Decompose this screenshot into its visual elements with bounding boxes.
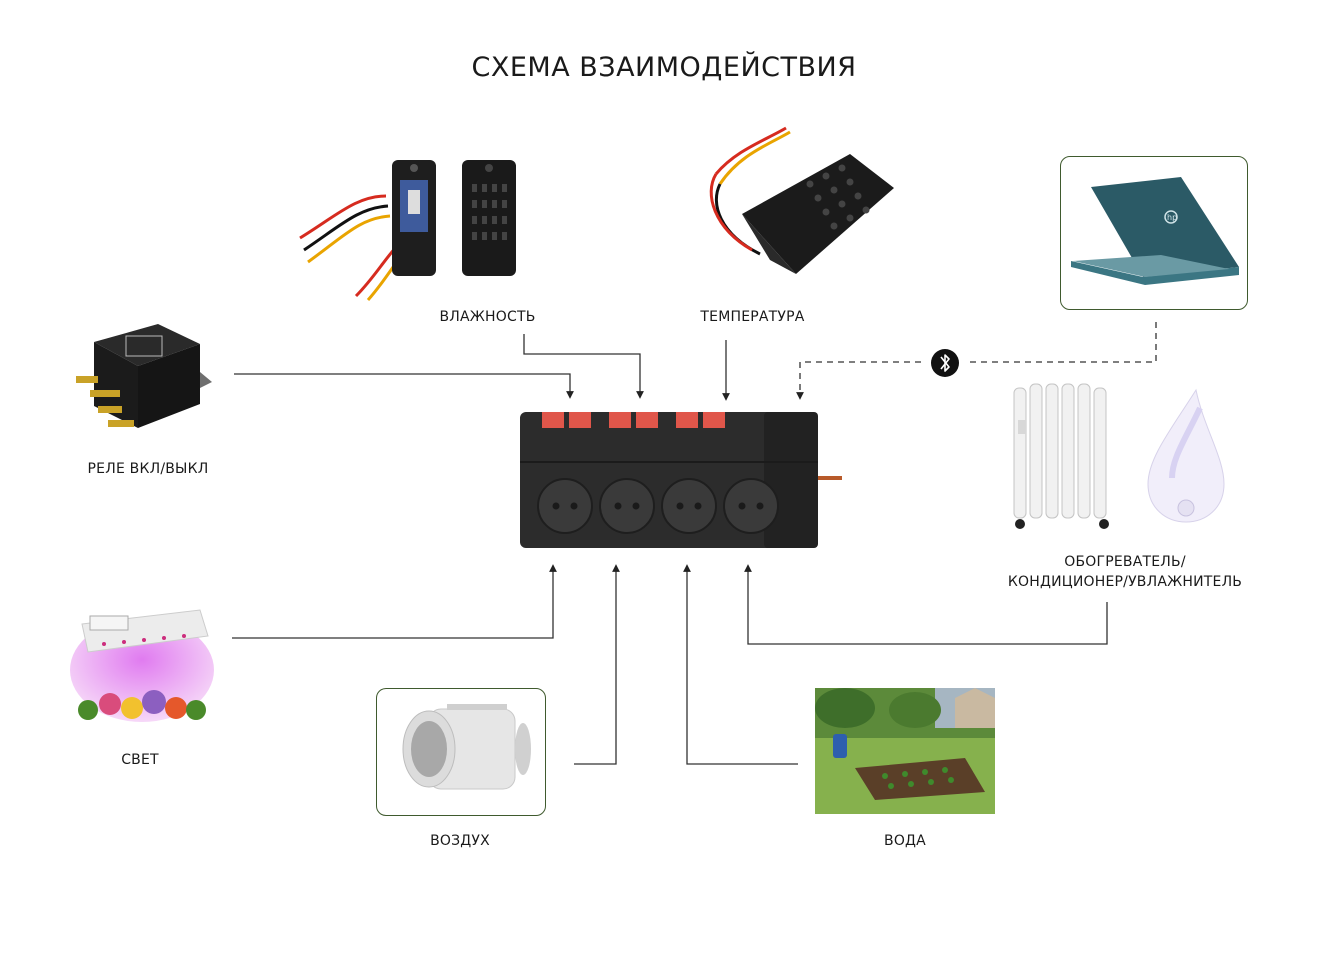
heater-image: [1004, 380, 1122, 530]
water-wire: [683, 564, 798, 765]
temperature-sensor-image: [700, 124, 900, 284]
diagram-title: СХЕМА ВЗАИМОДЕЙСТВИЯ: [471, 52, 857, 83]
laptop-logo: hp: [1167, 213, 1177, 222]
light-label: СВЕТ: [121, 752, 159, 768]
water-garden-image: [815, 688, 995, 814]
climate-label-line1: ОБОГРЕВАТЕЛЬ/: [1064, 554, 1186, 570]
humidity-wire: [523, 334, 644, 399]
duct-fan-image: [402, 704, 531, 790]
air-fan-frame: [376, 688, 546, 816]
humidity-sensor-image: [296, 156, 526, 306]
laptop-wire: [796, 322, 1157, 400]
water-label: ВОДА: [884, 833, 926, 849]
climate-label: ОБОГРЕВАТЕЛЬ/ КОНДИЦИОНЕР/УВЛАЖНИТЕЛЬ: [990, 552, 1260, 592]
light-wire: [232, 564, 557, 639]
temperature-label: ТЕМПЕРАТУРА: [700, 309, 805, 325]
laptop-frame: hp: [1060, 156, 1248, 310]
relay-wire: [234, 373, 574, 399]
climate-label-line2: КОНДИЦИОНЕР/УВЛАЖНИТЕЛЬ: [1007, 574, 1243, 590]
relay-label: РЕЛЕ ВКЛ/ВЫКЛ: [87, 461, 209, 477]
bluetooth-icon: [922, 340, 968, 386]
air-label: ВОЗДУХ: [430, 833, 490, 849]
grow-light-image: [68, 590, 216, 730]
climate-wire: [744, 564, 1108, 645]
air-wire: [574, 564, 620, 765]
relay-image: [68, 318, 218, 442]
humidity-label: ВЛАЖНОСТЬ: [439, 309, 536, 325]
controller-power-strip: [520, 408, 842, 550]
humidifier-image: [1142, 388, 1228, 526]
laptop-image: hp: [1071, 177, 1239, 285]
